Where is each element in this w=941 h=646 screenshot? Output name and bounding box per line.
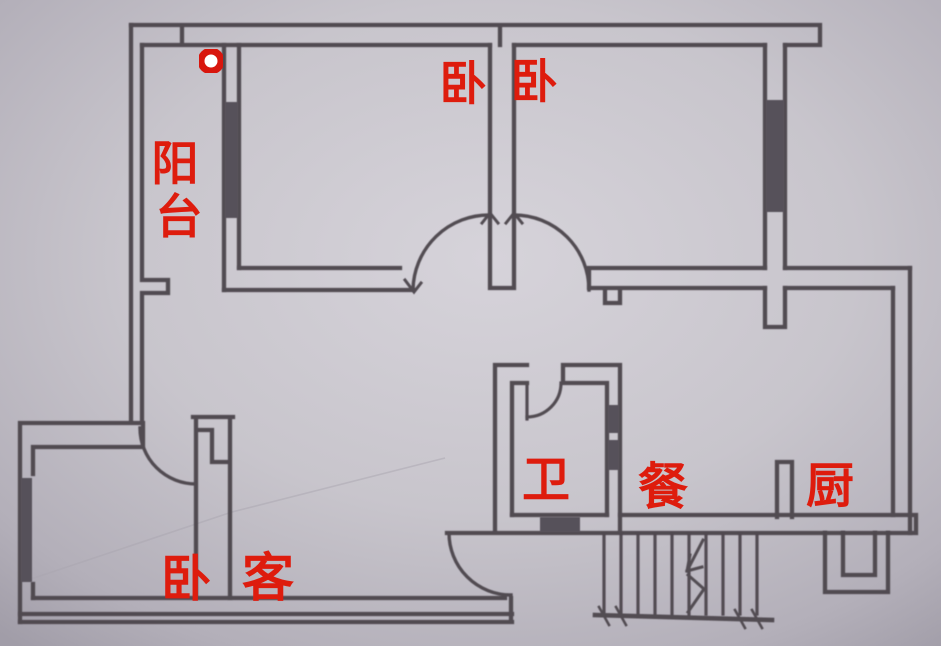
bedroom3-living-divider [190, 414, 236, 601]
bedroom3-west-window [21, 478, 32, 582]
wall-lines [17, 22, 919, 625]
kitchen-label: 厨 [806, 458, 854, 514]
bathroom-south-window [540, 517, 580, 532]
entrance-door-arc [447, 531, 513, 597]
kitchen-duct [822, 530, 891, 595]
stair-edge-ticks [597, 605, 764, 630]
bedrooms-divider-wall [487, 42, 517, 291]
balcony-label-char-1: 阳 [152, 137, 199, 192]
top-outer-wall [128, 22, 823, 48]
hall-south-wall [586, 265, 913, 306]
red-circle-marker [197, 47, 225, 75]
bedroom-top-left-label: 卧 [440, 57, 487, 112]
window-fills [21, 100, 784, 582]
bedroom1-door-arc [411, 213, 492, 292]
south-wall-dining-kitchen [444, 512, 919, 536]
stair-bottom-edge [592, 612, 775, 623]
bedroom2-east-wall [762, 42, 788, 330]
living-label: 客 [242, 549, 294, 609]
balcony-label-char-2: 台 [156, 190, 203, 245]
room-labels: 阳 台 卧 卧 卫 餐 厨 卧 客 [152, 55, 855, 609]
bathroom-east-window-lower [608, 440, 619, 470]
stair-direction-arrow [684, 537, 707, 615]
bedroom1-door-arrow [479, 210, 501, 226]
bedroom3-door-arc [138, 426, 198, 486]
staircase [592, 533, 775, 630]
bathroom-label: 卫 [522, 452, 570, 508]
bedroom-bottom-left-label: 卧 [161, 550, 211, 608]
bedroom2-door-arrow [503, 210, 525, 226]
bathroom-walls [492, 362, 623, 534]
bedroom3-walls [17, 420, 146, 625]
bedroom2-east-window [766, 100, 784, 212]
bedroom1-south-wall [221, 265, 416, 293]
bedroom1-west-wall [221, 42, 242, 293]
bedroom-top-right-label: 卧 [511, 55, 558, 110]
living-south-wall [17, 595, 515, 625]
bathroom-east-window-upper [608, 405, 619, 433]
bathroom-door-arc [525, 381, 563, 419]
bedroom1-door-tick [402, 277, 424, 295]
kitchen-east-wall [890, 265, 913, 536]
balcony-bedroom1-window [225, 102, 238, 218]
kitchen-duct-walls [822, 530, 891, 595]
balcony-west-wall [128, 22, 171, 424]
dining-kitchen-divider-stub-lower [774, 459, 795, 520]
dining-label: 餐 [638, 458, 689, 516]
